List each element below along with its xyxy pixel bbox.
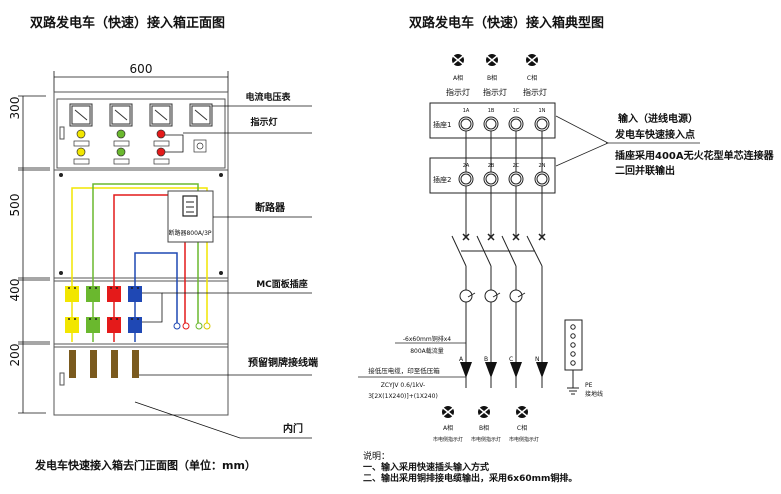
terminal-1c: 1C xyxy=(513,108,520,114)
mains-lamp-a-label: 市电侧指示灯 xyxy=(433,436,463,443)
left-caption: 发电车快速接入箱去门正面图（单位：mm） xyxy=(34,458,256,472)
terminal-1a: 1A xyxy=(463,108,470,114)
height-dimension xyxy=(18,95,50,414)
ground-icon xyxy=(567,387,579,395)
phase-lines xyxy=(451,131,546,388)
door-handle-top xyxy=(59,126,65,140)
mains-lamp-b-label: 市电侧指示灯 xyxy=(471,436,501,443)
phase-a-label: A xyxy=(459,356,464,363)
input-note-1: 输入（进线电源） xyxy=(618,112,698,125)
breaker-label: 断路器800A/3P xyxy=(168,229,211,237)
socket-2-name: 插座2 xyxy=(433,175,451,184)
busbar-terminals xyxy=(69,350,139,378)
top-lamp-a-phase: A相 xyxy=(453,74,463,82)
lamp-b-icon xyxy=(486,54,498,66)
meter-1 xyxy=(69,103,93,127)
selector-switch xyxy=(193,139,207,153)
top-lamp-c-label: 指示灯 xyxy=(523,87,547,97)
meter-4 xyxy=(189,103,213,127)
phase-b-label: B xyxy=(484,356,488,363)
meter-3 xyxy=(149,103,173,127)
door-handle-bottom xyxy=(59,372,65,386)
callout-leaders xyxy=(134,105,312,439)
cabinet xyxy=(53,91,229,416)
busbar-note: -6x60mm铜排x4 xyxy=(403,335,451,343)
top-lamp-a-label: 指示灯 xyxy=(446,87,470,97)
callout-meters: 电流电压表 xyxy=(245,91,291,103)
callout-indicators: 指示灯 xyxy=(250,116,277,128)
lamp-red-2 xyxy=(156,147,166,157)
lamp-a-icon xyxy=(452,54,464,66)
cabinet-screws xyxy=(59,173,223,275)
callout-sockets: MC面板插座 xyxy=(256,278,308,290)
mains-lamp-c-label: 市电侧指示灯 xyxy=(509,436,539,443)
input-note-3: 插座采用400A无火花型单芯连接器 xyxy=(615,149,775,162)
phase-arrows xyxy=(460,362,548,378)
lamp-yellow-2 xyxy=(76,147,86,157)
width-dim-label: 600 xyxy=(130,62,153,76)
note-1: 一、输入采用快速插头输入方式 xyxy=(363,461,489,473)
busbar-rating: 800A载流量 xyxy=(410,347,444,355)
callout-breaker: 断路器 xyxy=(255,201,286,214)
right-title: 双路发电车（快速）接入箱典型图 xyxy=(409,15,604,31)
cable-spec-2: 3[2X(1X240)]+(1X240) xyxy=(368,393,438,400)
lamp-green-1 xyxy=(116,129,126,139)
cable-spec-1: ZCYJV 0.6/1kV- xyxy=(381,382,425,389)
top-lamp-b-phase: B相 xyxy=(487,74,497,82)
cable-note: 接低压电缆，印至低压箱 xyxy=(368,366,440,375)
lamp-c-icon xyxy=(526,54,538,66)
top-lamps xyxy=(452,54,538,66)
dim-400: 400 xyxy=(8,279,22,302)
width-dimension xyxy=(53,71,229,92)
wiring xyxy=(71,183,208,342)
mains-lamp-b-icon xyxy=(478,406,490,418)
phase-c-label: C xyxy=(509,356,513,363)
input-leader xyxy=(555,115,609,167)
socket-1-name: 插座1 xyxy=(433,120,451,129)
mains-lamp-c-phase: C相 xyxy=(517,424,527,432)
pe-label: PE xyxy=(585,382,593,389)
top-lamp-c-phase: C相 xyxy=(527,74,537,82)
mains-lamp-a-icon xyxy=(442,406,454,418)
mains-lamp-b-phase: B相 xyxy=(479,424,489,432)
socket-terminals xyxy=(173,322,211,330)
mains-lamp-c-icon xyxy=(516,406,528,418)
dim-300: 300 xyxy=(8,97,22,120)
pe-sub-label: 接地线 xyxy=(585,390,603,398)
callout-door: 内门 xyxy=(283,422,303,435)
lamp-yellow-1 xyxy=(76,129,86,139)
phase-n-label: N xyxy=(535,356,540,363)
top-lamp-b-label: 指示灯 xyxy=(483,87,507,97)
terminal-1n: 1N xyxy=(539,108,546,114)
mc-sockets xyxy=(65,286,142,333)
breaker-icon xyxy=(182,195,198,217)
input-note-2: 发电车快速接入点 xyxy=(614,128,695,141)
lamp-green-2 xyxy=(116,147,126,157)
pe-terminal-block xyxy=(564,319,583,395)
lamp-red-1 xyxy=(156,129,166,139)
meters xyxy=(69,103,213,127)
dim-500: 500 xyxy=(8,194,22,217)
input-note-4: 二回并联输出 xyxy=(615,164,675,177)
dim-200: 200 xyxy=(8,344,22,367)
left-title: 双路发电车（快速）接入箱正面图 xyxy=(30,15,225,31)
bottom-lamps xyxy=(442,406,528,418)
indicator-lamps xyxy=(73,129,207,165)
note-2: 二、输出采用铜排接电缆输出，采用6x60mm铜排。 xyxy=(363,472,577,484)
notes-title: 说明： xyxy=(363,450,390,462)
callout-busbar: 预留铜牌接线端 xyxy=(248,356,318,369)
breaker xyxy=(167,190,214,243)
terminal-1b: 1B xyxy=(488,108,495,114)
meter-2 xyxy=(109,103,133,127)
mains-lamp-a-phase: A相 xyxy=(443,424,453,432)
